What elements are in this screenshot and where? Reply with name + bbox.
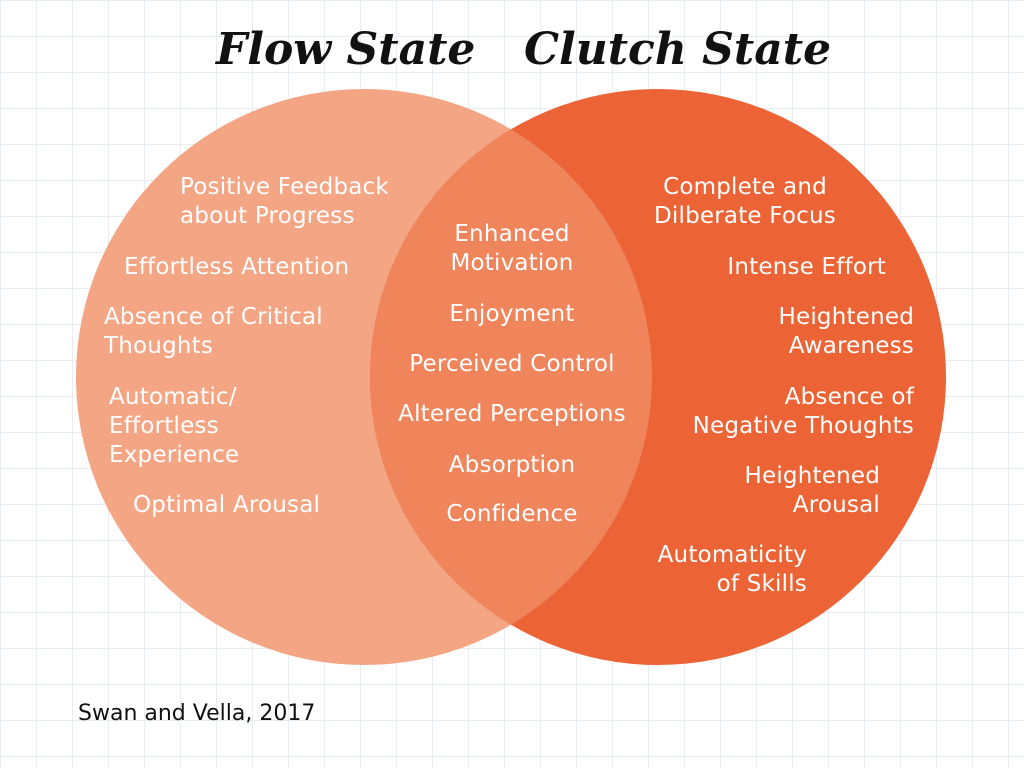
clutch-item: Heightened Arousal — [744, 463, 880, 518]
clutch-item: Complete and Dilberate Focus — [654, 174, 836, 229]
shared-item: Confidence — [446, 501, 578, 527]
citation: Swan and Vella, 2017 — [78, 701, 316, 726]
clutch-item: Automaticity of Skills — [657, 542, 807, 597]
flow-item: Effortless Attention — [124, 254, 350, 280]
shared-item: Altered Perceptions — [398, 401, 626, 427]
shared-item: Absorption — [448, 452, 576, 478]
flow-item: Absence of Critical Thoughts — [104, 304, 323, 359]
shared-item: Enjoyment — [449, 301, 575, 327]
clutch-item: Intense Effort — [727, 254, 886, 280]
shared-item: Perceived Control — [409, 351, 615, 377]
flow-item: Positive Feedback about Progress — [180, 174, 389, 229]
flow-item: Optimal Arousal — [133, 492, 321, 518]
clutch-item: Heightened Awareness — [778, 304, 914, 359]
flow-state-title: Flow State — [216, 24, 476, 75]
clutch-state-title: Clutch State — [524, 24, 832, 75]
clutch-item: Absence of Negative Thoughts — [692, 384, 914, 439]
shared-item: Enhanced Motivation — [450, 221, 574, 276]
flow-item: Automatic/ Effortless Experience — [109, 384, 240, 468]
overlap-region — [370, 89, 652, 665]
